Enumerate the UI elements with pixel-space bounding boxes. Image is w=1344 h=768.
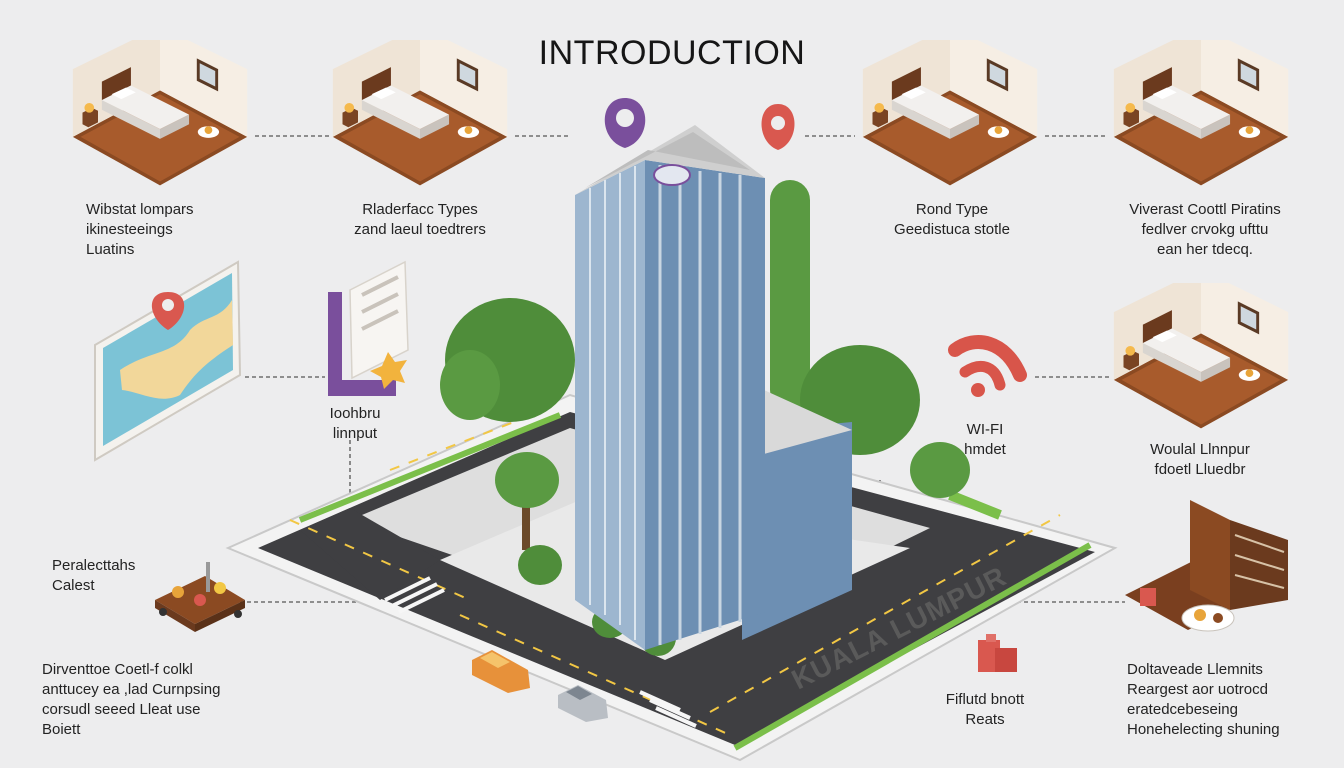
location-pin-icon <box>761 104 795 150</box>
checklist-icon <box>328 260 409 396</box>
diagram-title: INTRODUCTION <box>538 34 806 72</box>
hotel-room-icon <box>332 40 508 186</box>
buffet-icon <box>1125 500 1288 632</box>
hotel-room-icon <box>72 40 248 186</box>
wifi-icon <box>948 335 1027 397</box>
hotel-room-icon <box>862 40 1038 186</box>
map-icon <box>94 260 242 462</box>
location-pin-icon <box>604 98 646 148</box>
hotel-tower-icon <box>575 125 852 650</box>
taxi-icon <box>472 650 530 693</box>
gift-icon <box>978 634 1017 672</box>
dining-cart-icon <box>155 562 245 632</box>
car-icon <box>558 685 608 722</box>
hotel-room-icon <box>1113 40 1289 186</box>
hotel-room-icon <box>1113 283 1289 429</box>
